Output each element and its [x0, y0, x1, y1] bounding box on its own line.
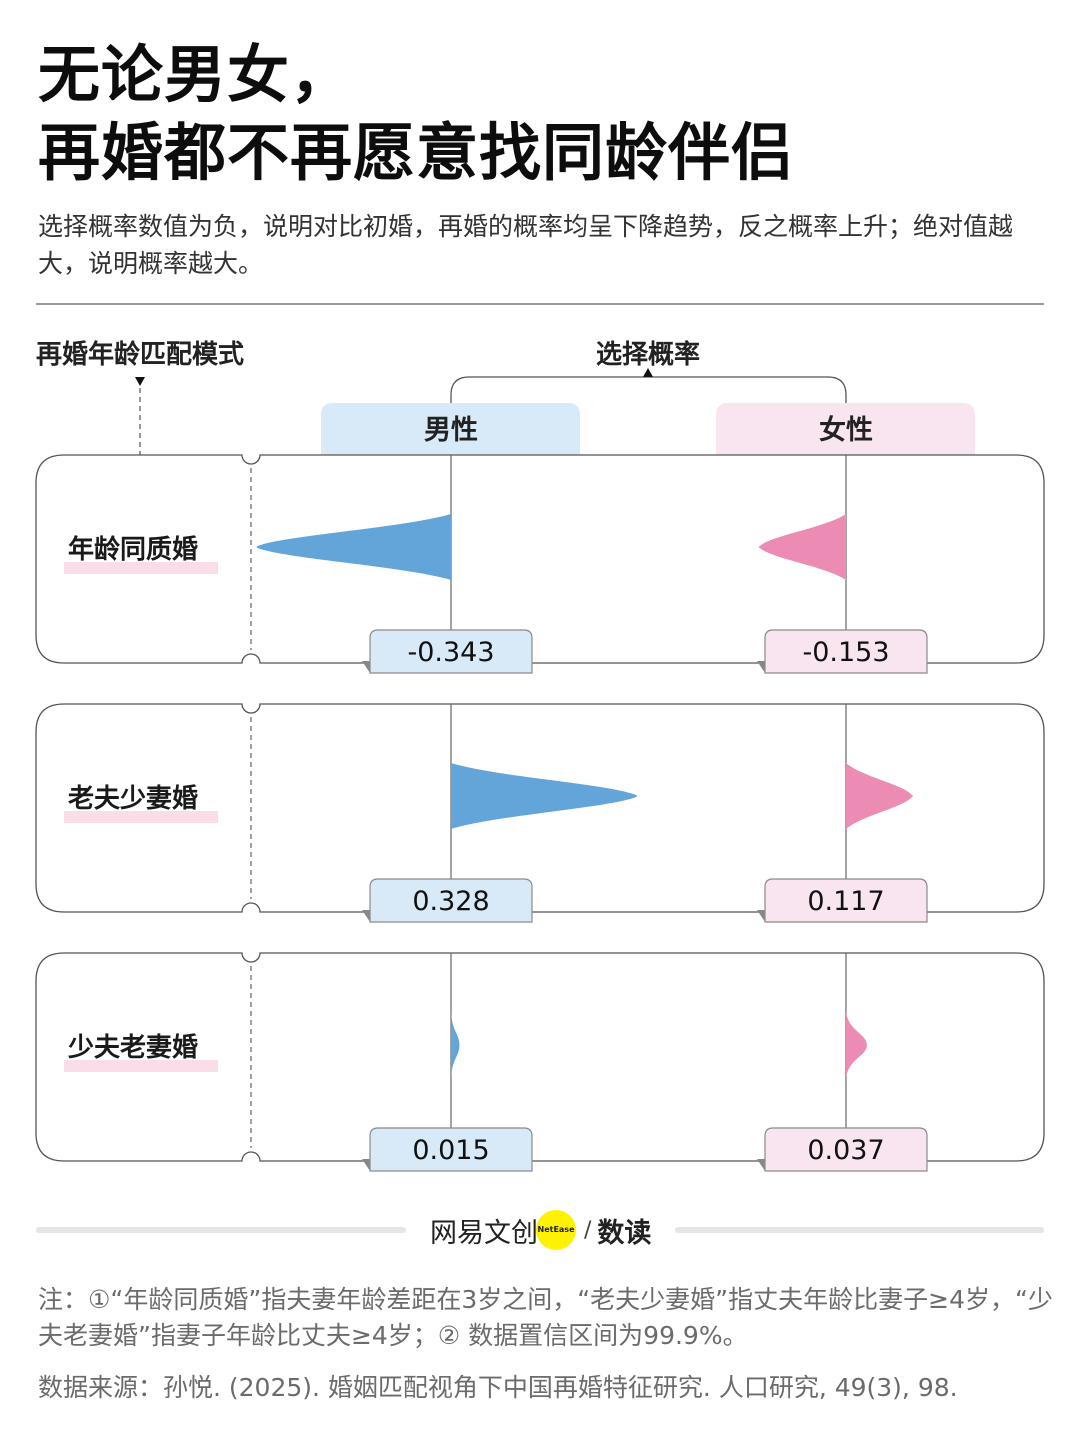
- male-bar: [451, 1008, 460, 1082]
- value-box-shadow: [362, 910, 370, 922]
- tab-male-label: 男性: [424, 415, 478, 446]
- value-box-shadow: [757, 910, 765, 922]
- female-value-label: 0.117: [807, 886, 884, 917]
- probability-arrow-icon: [643, 368, 653, 377]
- female-bar: [758, 514, 846, 580]
- footer-rule-right: [675, 1227, 1044, 1233]
- value-box: [764, 629, 928, 674]
- title-line-1: 无论男女，: [38, 38, 354, 111]
- page-title: 无论男女， 再婚都不再愿意找同龄伴侣: [38, 36, 794, 192]
- sub-brand-name: 数读: [597, 1217, 652, 1249]
- male-value-label: 0.015: [412, 1135, 489, 1166]
- row-label-highlight: [64, 562, 218, 574]
- female-value-label: -0.153: [802, 637, 889, 668]
- probability-bracket: [450, 376, 847, 403]
- brand-dot-icon: NetEase: [536, 1210, 576, 1250]
- row-label: 年龄同质婚: [68, 534, 198, 565]
- footer-rule-left: [36, 1227, 406, 1233]
- value-box: [764, 878, 928, 923]
- value-box: [369, 629, 533, 674]
- data-source: 数据来源：孙悦. (2025). 婚姻匹配视角下中国再婚特征研究. 人口研究, …: [38, 1373, 958, 1402]
- male-bar: [451, 763, 637, 829]
- row-label-highlight: [64, 811, 218, 823]
- value-box-shadow: [362, 661, 370, 673]
- divider: [36, 303, 1044, 305]
- male-value-label: 0.328: [412, 886, 489, 917]
- value-box-shadow: [362, 1159, 370, 1171]
- value-box: [369, 1127, 533, 1172]
- value-box-shadow: [757, 661, 765, 673]
- subtitle: 选择概率数值为负，说明对比初婚，再婚的概率均呈下降趋势，反之概率上升；绝对值越大…: [38, 212, 1014, 278]
- tab-female: 女性: [716, 403, 975, 455]
- row-card: [35, 952, 1045, 1162]
- row-label: 老夫少妻婚: [68, 784, 198, 814]
- female-value-label: 0.037: [807, 1135, 884, 1166]
- chart: 男性 女性 年龄同质婚 -0.343 -0.153 老夫少妻婚 0.328 0.117 少夫…: [35, 368, 1045, 1172]
- category-row: 年龄同质婚 -0.343 -0.153: [35, 454, 1045, 674]
- category-row: 少夫老妻婚 0.015 0.037: [35, 952, 1045, 1172]
- male-bar: [256, 514, 451, 580]
- row-label-highlight: [64, 1060, 218, 1072]
- mode-axis-label: 再婚年龄匹配模式: [36, 340, 245, 370]
- tab-female-label: 女性: [819, 414, 873, 446]
- category-row: 老夫少妻婚 0.328 0.117: [35, 703, 1045, 923]
- value-box: [764, 1127, 928, 1172]
- brand-slash: /: [584, 1217, 592, 1243]
- row-label: 少夫老妻婚: [67, 1033, 198, 1063]
- brand-logo: 网易文创 NetEase / 数读: [430, 1208, 651, 1252]
- female-bar: [846, 1008, 867, 1082]
- mode-arrow-icon: [135, 377, 145, 386]
- tab-male: 男性: [321, 403, 580, 455]
- female-bar: [846, 763, 913, 829]
- value-box-shadow: [757, 1159, 765, 1171]
- footnotes: 注：①“年龄同质婚”指夫妻年龄差距在3岁之间，“老夫少妻婚”指丈夫年龄比妻子≥4…: [38, 1285, 1053, 1350]
- title-line-2: 再婚都不再愿意找同龄伴侣: [38, 116, 795, 189]
- probability-axis-label: 选择概率: [595, 340, 700, 370]
- row-card: [35, 454, 1045, 664]
- brand-name: 网易文创: [430, 1217, 538, 1249]
- male-value-label: -0.343: [407, 637, 494, 668]
- value-box: [369, 878, 533, 923]
